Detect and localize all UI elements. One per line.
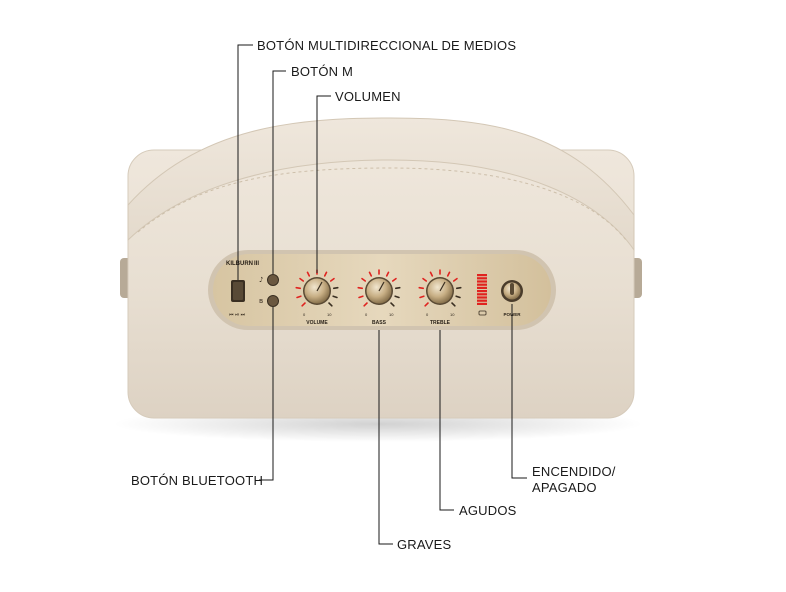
volume-tick: [295, 286, 302, 290]
volume-tick: [299, 277, 305, 282]
battery-meter: [477, 274, 487, 305]
volume-tick: [306, 271, 311, 277]
knob-group: [295, 269, 462, 307]
bass-tick: [368, 271, 373, 277]
leader-lines: [237, 44, 527, 545]
callout-volume: VOLUMEN: [335, 89, 401, 104]
battery-led-segment: [477, 286, 487, 289]
leader-m-button: [272, 70, 286, 274]
leader-bluetooth: [259, 307, 274, 481]
bass-tick: [361, 277, 367, 282]
bass-scale-max: 10: [389, 312, 394, 317]
treble-tick: [455, 295, 461, 299]
leader-volume: [316, 95, 331, 273]
battery-led-segment: [477, 274, 487, 277]
treble-scale-min: 0: [426, 312, 429, 317]
treble-tick: [452, 277, 458, 282]
bass-tick: [394, 295, 400, 299]
battery-led-segment: [477, 299, 487, 302]
treble-tick: [418, 286, 425, 290]
battery-led-segment: [477, 280, 487, 283]
media-control-face: [233, 282, 243, 300]
battery-led-segment: [477, 302, 487, 305]
callout-bluetooth-button: BOTÓN BLUETOOTH: [131, 473, 264, 488]
battery-led-segment: [477, 290, 487, 293]
leader-power: [511, 304, 527, 479]
volume-tick: [329, 277, 335, 282]
bass-tick: [358, 295, 364, 299]
treble-tick: [455, 286, 462, 290]
bass-tick: [394, 286, 401, 290]
bass-knob-label: BASS: [372, 320, 387, 326]
volume-knob-label: VOLUME: [306, 320, 328, 326]
model-mark: III: [254, 261, 259, 267]
treble-tick: [446, 271, 451, 277]
battery-led-segment: [477, 293, 487, 296]
treble-knob-label: TREBLE: [430, 320, 451, 326]
media-transport-icons: ⏮ ⏯ ⏭: [229, 312, 246, 318]
volume-tick: [328, 302, 333, 307]
m-icon: ♪: [259, 276, 263, 284]
treble-tick: [422, 277, 428, 282]
callout-power-line1: ENCENDIDO/: [532, 464, 616, 479]
bass-tick: [385, 271, 390, 277]
bluetooth-button[interactable]: [267, 295, 279, 307]
treble-tick: [451, 302, 456, 307]
bass-scale-min: 0: [365, 312, 368, 317]
m-button[interactable]: [267, 274, 279, 286]
leader-treble: [439, 330, 454, 511]
bass-tick: [363, 302, 368, 307]
treble-tick: [429, 271, 434, 277]
bass-tick: [390, 302, 395, 307]
battery-led-segment: [477, 283, 487, 286]
volume-tick: [332, 286, 339, 290]
treble-knob-pointer: [439, 281, 446, 292]
treble-tick: [424, 302, 429, 307]
model-badge: KILBURN: [226, 261, 253, 267]
bass-tick: [357, 286, 364, 290]
battery-led-segment: [477, 277, 487, 280]
volume-scale-max: 10: [327, 312, 332, 317]
callout-bass: GRAVES: [397, 537, 452, 552]
volume-tick: [323, 271, 328, 277]
battery-icon: [478, 310, 487, 316]
callout-multi-media-button: BOTÓN MULTIDIRECCIONAL DE MEDIOS: [257, 38, 517, 53]
volume-tick: [296, 295, 302, 299]
leader-bass: [378, 330, 393, 545]
volume-tick: [301, 302, 306, 307]
carry-handle: [127, 117, 635, 252]
treble-tick: [419, 295, 425, 299]
volume-scale-min: 0: [303, 312, 306, 317]
bass-knob-pointer: [378, 281, 385, 292]
volume-tick: [332, 295, 338, 299]
callout-m-button: BOTÓN M: [291, 64, 354, 79]
callout-power-line2: APAGADO: [532, 480, 597, 495]
handle-stitching: [137, 167, 627, 241]
treble-scale-max: 10: [450, 312, 455, 317]
volume-knob-pointer: [316, 281, 323, 292]
bass-tick: [391, 277, 397, 282]
leader-multi-media: [237, 44, 253, 280]
bluetooth-icon: ʙ: [259, 297, 263, 305]
power-toggle-lever: [510, 283, 514, 295]
battery-led-segment: [477, 296, 487, 299]
callout-treble: AGUDOS: [459, 503, 517, 518]
